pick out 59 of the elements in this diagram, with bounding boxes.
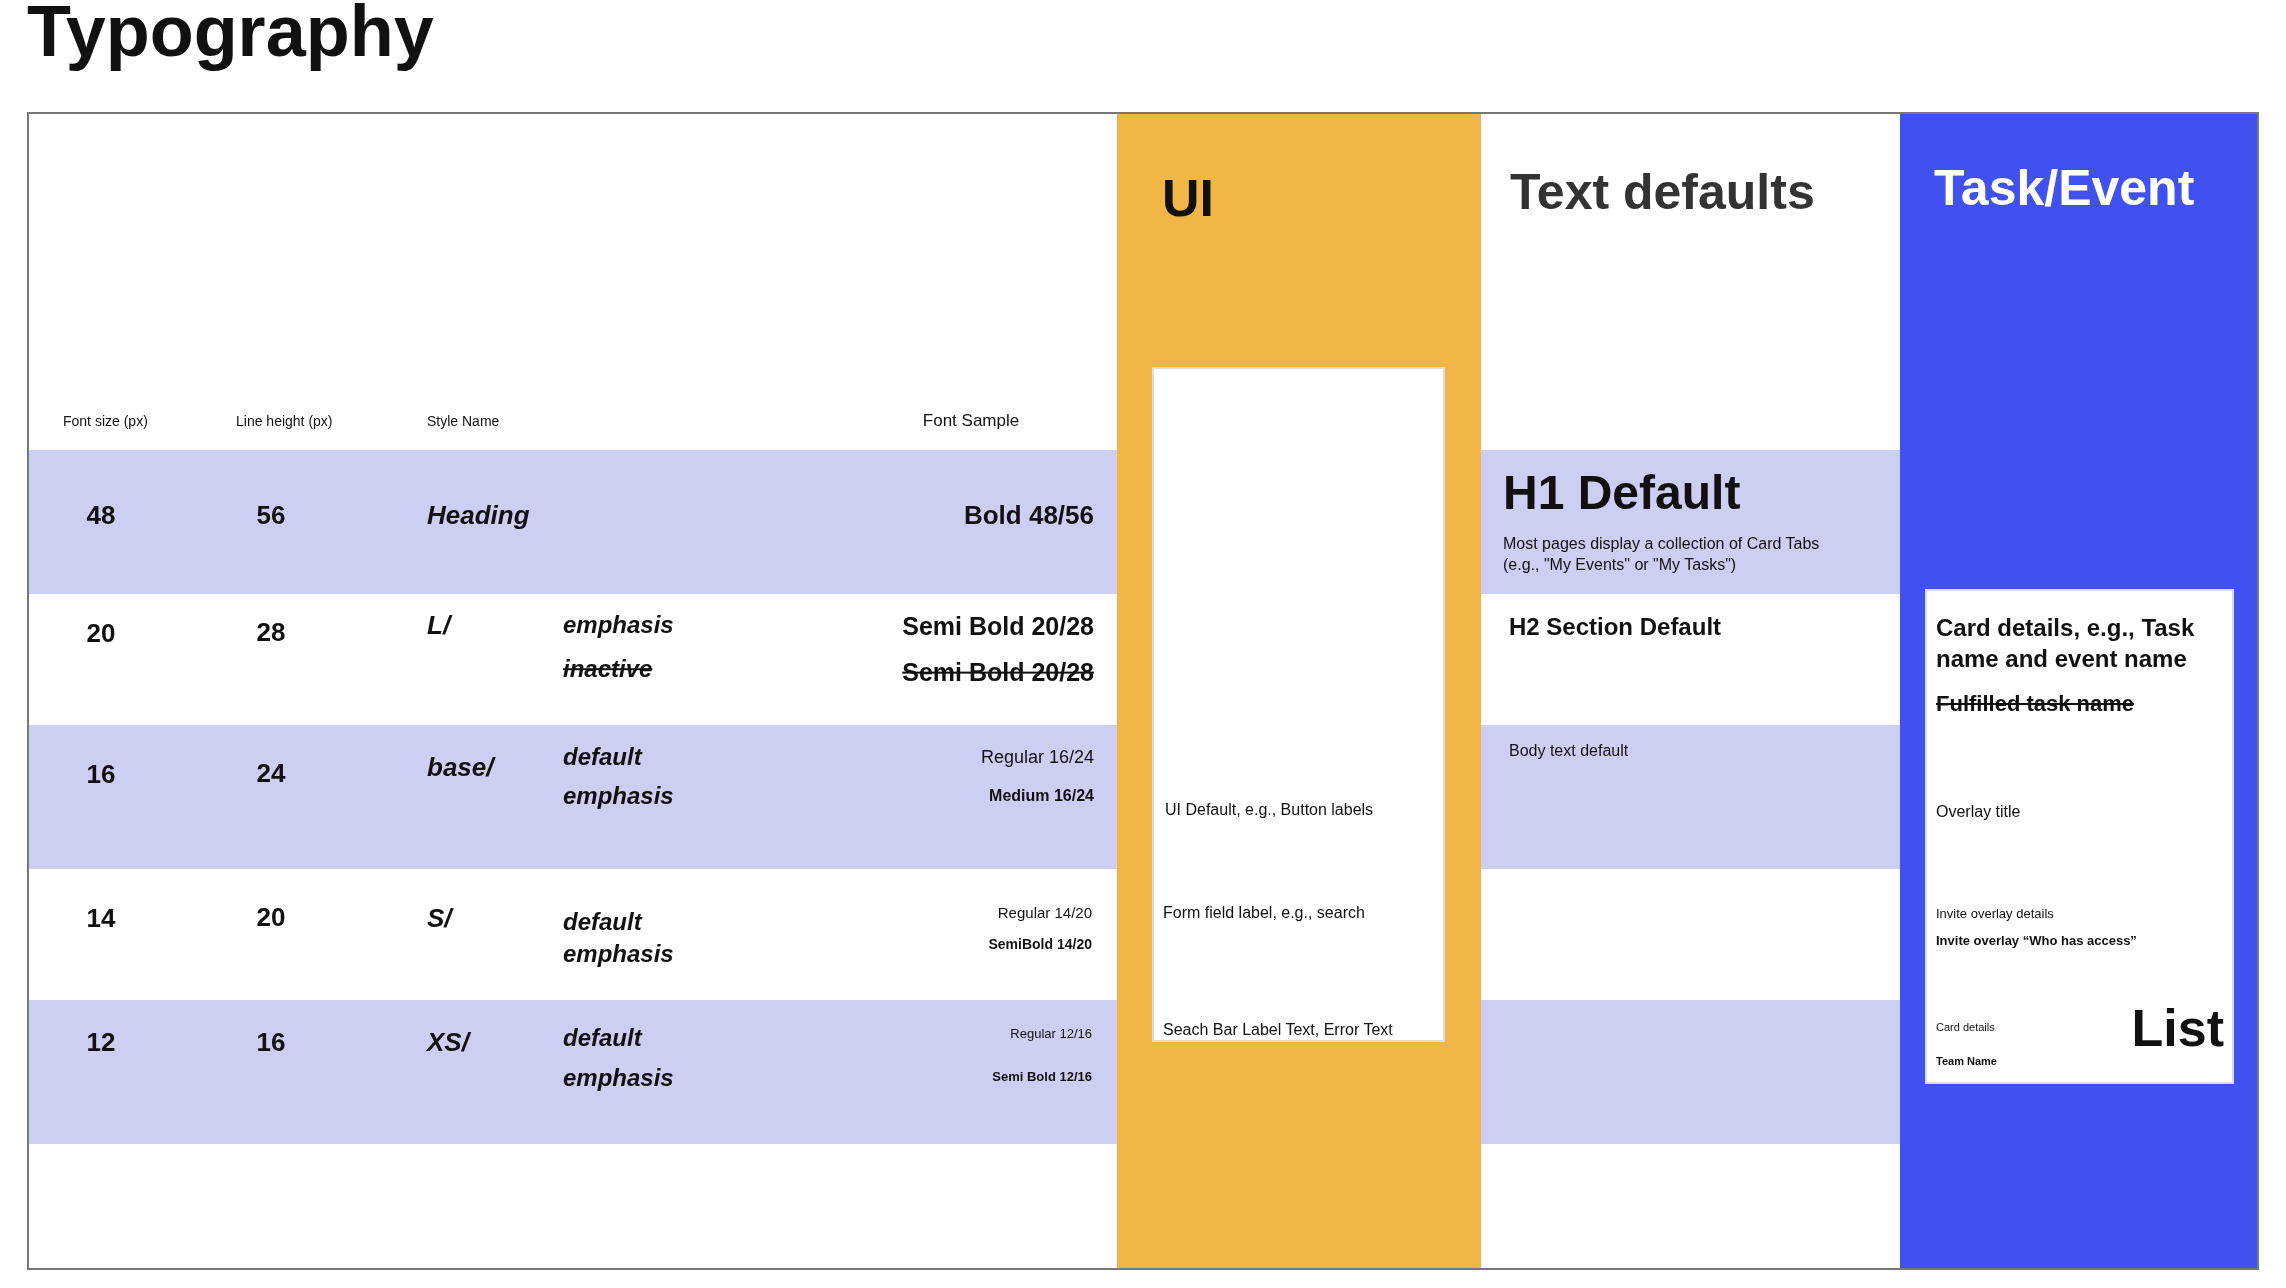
- table-cell-text: default: [563, 908, 642, 936]
- task-event-column-panel: [1900, 114, 2257, 1268]
- sample-text: UI Default, e.g., Button labels: [1165, 800, 1374, 820]
- column-title: UI: [1162, 168, 1214, 229]
- sample-text: Invite overlay “Who has access”: [1936, 933, 2137, 950]
- sample-text: Card details, e.g., Task name and event name: [1936, 613, 2196, 675]
- column-title: Task/Event: [1934, 159, 2195, 218]
- sample-text: Body text default: [1509, 741, 1629, 761]
- page-title: Typography: [27, 0, 434, 72]
- sample-text: Overlay title: [1936, 802, 2021, 822]
- table-cell-text: inactive: [563, 655, 653, 683]
- table-cell-text: 28: [256, 618, 286, 648]
- table-cell-text: emphasis: [563, 1064, 674, 1092]
- table-cell-text: emphasis: [563, 940, 674, 968]
- table-cell-text: 56: [256, 501, 286, 531]
- ui-sample-card: [1152, 367, 1445, 1042]
- table-cell-text: Regular 14/20: [997, 904, 1092, 922]
- sample-text: Seach Bar Label Text, Error Text: [1163, 1020, 1393, 1040]
- table-cell-text: 20: [256, 903, 286, 933]
- table-cell-text: Bold 48/56: [963, 501, 1094, 531]
- sample-text: Fulfilled task name: [1936, 690, 2135, 718]
- sample-heading: H2 Section Default: [1509, 612, 1722, 642]
- column-title: Text defaults: [1510, 163, 1815, 222]
- table-cell-text: Semi Bold 20/28: [902, 611, 1094, 641]
- table-cell-text: emphasis: [563, 782, 674, 810]
- table-cell-text: SemiBold 14/20: [988, 935, 1092, 953]
- table-cell-text: 24: [256, 759, 286, 789]
- table-cell-text: Semi Bold 20/28: [902, 657, 1094, 687]
- column-header: Line height (px): [236, 412, 333, 430]
- table-cell-text: Regular 16/24: [980, 746, 1094, 768]
- table-cell-text: default: [563, 743, 642, 771]
- table-cell-text: default: [563, 1024, 642, 1052]
- table-cell-text: Medium 16/24: [989, 786, 1094, 806]
- table-cell-text: 16: [86, 760, 116, 790]
- table-cell-text: 14: [86, 904, 116, 934]
- sample-heading: List: [2131, 998, 2224, 1059]
- table-cell-text: Regular 12/16: [1010, 1026, 1092, 1042]
- sample-paragraph: Most pages display a collection of Card Tabs (e.g., "My Events" or "My Tasks"): [1503, 534, 1821, 575]
- table-cell-text: 16: [256, 1028, 286, 1058]
- column-header: Font size (px): [63, 412, 148, 430]
- table-cell-text: 48: [86, 501, 116, 531]
- table-cell-text: L/: [427, 611, 451, 641]
- sample-heading: H1 Default: [1503, 465, 1741, 521]
- sample-text: Card details: [1936, 1020, 1995, 1035]
- ui-column-panel: [1117, 114, 1481, 1268]
- table-cell-text: 12: [86, 1028, 116, 1058]
- table-cell-text: Semi Bold 12/16: [992, 1069, 1092, 1085]
- column-header: Style Name: [427, 412, 500, 430]
- table-cell-text: base/: [427, 753, 494, 783]
- sample-text: Invite overlay details: [1936, 906, 2054, 923]
- task-card: [1925, 589, 2234, 1084]
- sample-text: Team Name: [1936, 1054, 1997, 1069]
- table-cell-text: 20: [86, 619, 116, 649]
- table-cell-text: XS/: [427, 1028, 469, 1058]
- column-header: Font Sample: [922, 411, 1020, 431]
- table-cell-text: Heading: [427, 501, 530, 531]
- sample-text: Form field label, e.g., search: [1163, 903, 1365, 923]
- table-cell-text: emphasis: [563, 611, 674, 639]
- table-cell-text: S/: [427, 904, 452, 934]
